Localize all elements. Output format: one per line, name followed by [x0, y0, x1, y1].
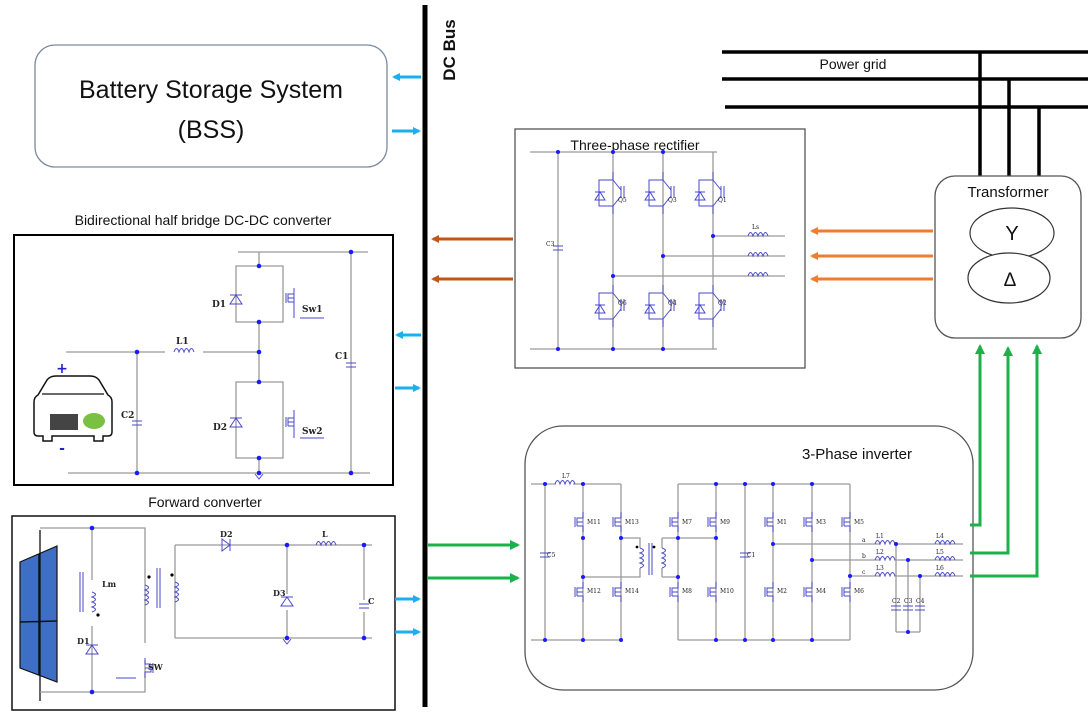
transformer-title: Transformer	[967, 184, 1048, 201]
label-m9: M9	[720, 519, 730, 526]
label-lm: Lm	[102, 579, 117, 589]
forward-converter-box[interactable]	[11, 515, 396, 711]
rectifier-title: Three-phase rectifier	[570, 137, 700, 153]
label-m13: M13	[625, 519, 639, 526]
label-c3: C3	[546, 241, 555, 248]
inverter-title: 3-Phase inverter	[802, 446, 912, 463]
label-m8: M8	[682, 588, 692, 595]
label-q3: Q3	[668, 197, 677, 204]
ev-plus-terminal: +	[56, 361, 68, 377]
label-inv-l6: L6	[936, 565, 944, 572]
ev-minus-terminal: -	[59, 441, 65, 457]
solar-panel-icon	[19, 530, 58, 701]
label-phase-c: c	[862, 569, 866, 576]
label-inv-c2: C2	[892, 598, 901, 605]
bidirectional-circuit: D1 D2 Sw1 Sw2 L1 C1 C2	[66, 249, 370, 480]
rectifier-box[interactable]	[514, 128, 806, 369]
label-inv-l1: L1	[876, 533, 884, 540]
label-inv-l4: L4	[936, 533, 944, 540]
label-d2: D2	[213, 423, 227, 433]
label-inv-c4: C4	[916, 598, 925, 605]
label-q6: Q6	[618, 300, 627, 307]
bss-box[interactable]	[34, 44, 388, 168]
rectifier-circuit: C3 Q5 Q3 Q1 Q6 Q4 Q2 Ls	[530, 150, 785, 351]
label-c2: C2	[121, 411, 134, 421]
inverter-circuit: L7 C5 C1 M11 M13 M12 M14 M7 M9 M8 M10 M1…	[531, 473, 963, 642]
inverter-output-arrow-c	[970, 344, 1042, 578]
label-q2: Q2	[718, 300, 727, 307]
dc-bus-label: DC Bus	[440, 19, 459, 80]
label-m2: M2	[777, 588, 787, 595]
transformer-wye-symbol: Y	[1005, 223, 1018, 245]
label-fw-d1: D1	[77, 636, 90, 646]
label-q1: Q1	[718, 197, 727, 204]
label-m5: M5	[854, 519, 864, 526]
inverter-output-arrow-b	[970, 346, 1013, 555]
bidirectional-title: Bidirectional half bridge DC-DC converte…	[75, 212, 332, 228]
bidirectional-converter-box[interactable]	[13, 234, 394, 486]
label-inv-l5: L5	[936, 549, 944, 556]
label-inv-l3: L3	[876, 565, 884, 572]
label-m12: M12	[587, 588, 601, 595]
transformer-delta-symbol: Δ	[1004, 270, 1017, 291]
label-sw1: Sw1	[302, 305, 323, 315]
label-c5: C5	[547, 552, 556, 559]
label-sw2: Sw2	[302, 427, 323, 437]
electric-vehicle-icon: + -	[33, 361, 113, 457]
label-sw: SW	[148, 662, 164, 672]
label-phase-b: b	[862, 553, 866, 560]
label-m1: M1	[777, 519, 787, 526]
label-l: L	[322, 529, 328, 539]
label-inv-l2: L2	[876, 549, 884, 556]
label-m11: M11	[587, 519, 601, 526]
power-grid-label: Power grid	[820, 56, 887, 72]
label-m4: M4	[816, 588, 826, 595]
label-inv-c1: C1	[747, 552, 755, 559]
label-ls: Ls	[752, 224, 759, 231]
label-q5: Q5	[618, 197, 627, 204]
label-m6: M6	[854, 588, 864, 595]
bss-subtitle: (BSS)	[178, 116, 245, 144]
label-c1: C1	[335, 352, 348, 362]
label-inv-c3: C3	[904, 598, 913, 605]
label-l7: L7	[562, 473, 570, 480]
transformer-secondary-winding	[967, 252, 1051, 304]
label-m10: M10	[720, 588, 734, 595]
label-m3: M3	[816, 519, 826, 526]
label-phase-a: a	[862, 537, 866, 544]
power-grid-lines	[722, 50, 1088, 176]
label-l1: L1	[176, 337, 189, 347]
label-c: C	[368, 596, 374, 606]
bss-title: Battery Storage System	[79, 76, 343, 104]
inverter-box[interactable]	[524, 425, 974, 691]
inverter-output-arrow-a	[970, 344, 985, 527]
label-q4: Q4	[668, 300, 677, 307]
label-d3: D3	[273, 588, 286, 598]
forward-circuit: Lm D1 SW D2 D3 L C	[40, 525, 374, 695]
forward-title: Forward converter	[148, 494, 262, 510]
label-fw-d2: D2	[220, 529, 233, 539]
label-d1: D1	[212, 300, 226, 310]
label-m14: M14	[625, 588, 639, 595]
label-m7: M7	[682, 519, 692, 526]
